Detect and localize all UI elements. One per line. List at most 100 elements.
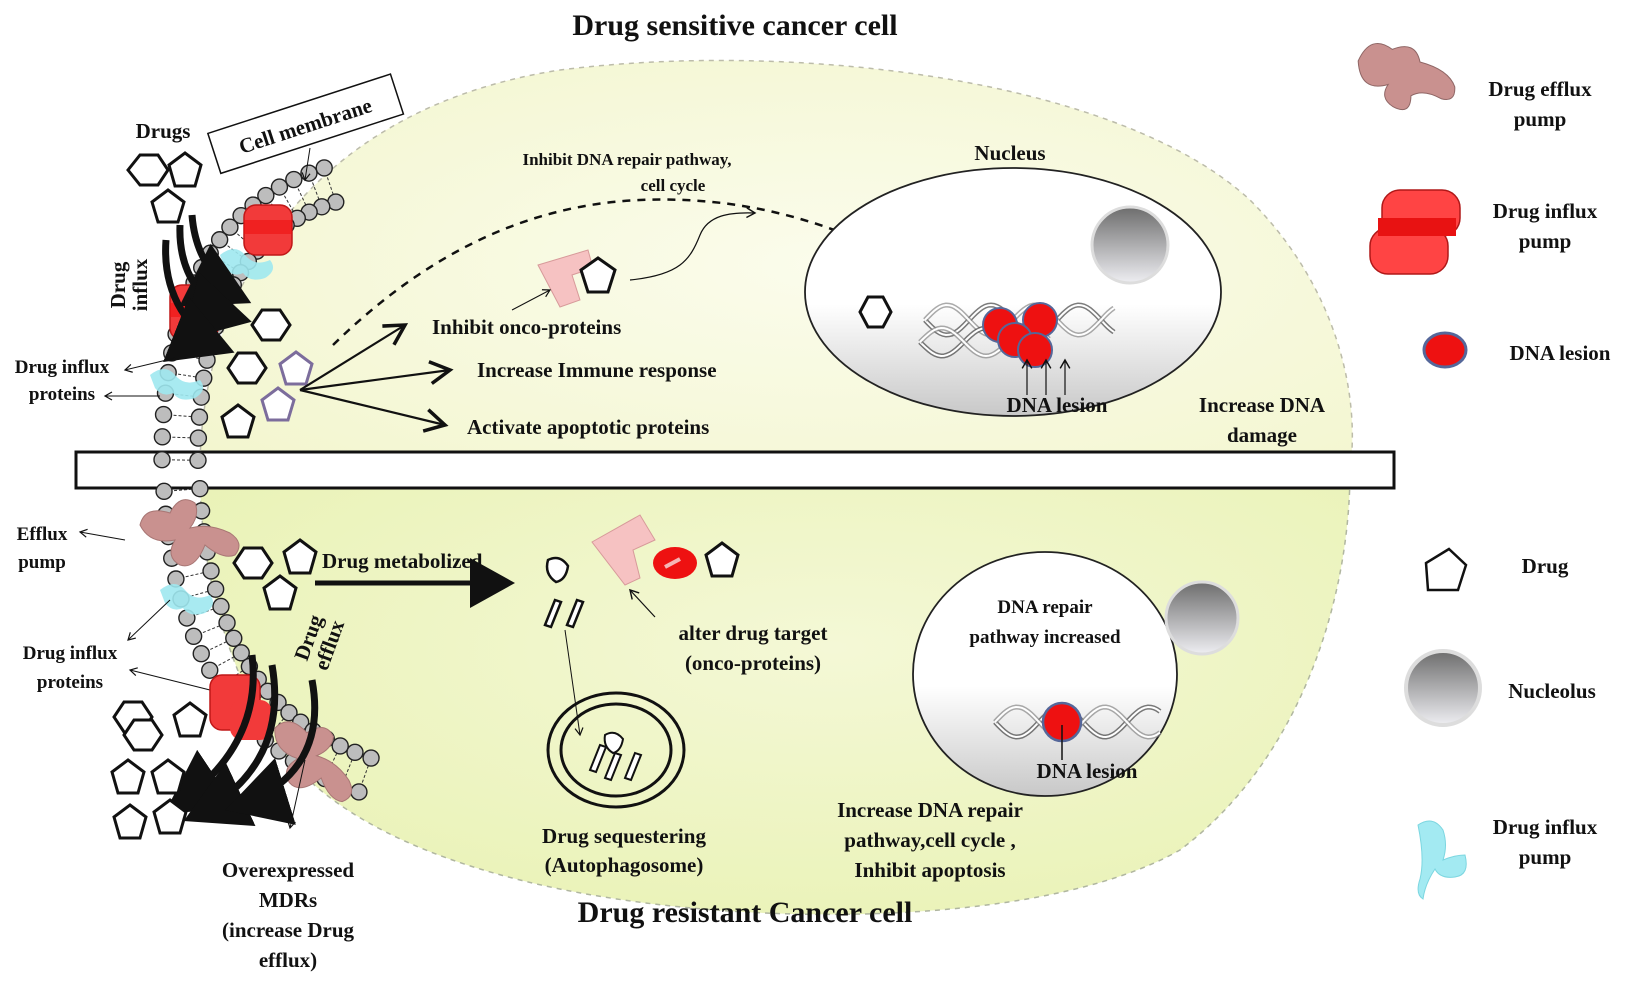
nucleus-top bbox=[804, 167, 1222, 417]
lipid-head bbox=[210, 231, 229, 249]
pointer-line bbox=[287, 759, 306, 830]
drug-hexagon bbox=[122, 718, 164, 752]
drug-hexagon bbox=[226, 351, 268, 385]
onco-protein-bound bbox=[537, 249, 617, 308]
lipid-head bbox=[189, 429, 208, 447]
effect-immune: Increase Immune response bbox=[477, 358, 717, 382]
drug-efflux-arrows bbox=[164, 654, 319, 827]
influx-proteins-label-top-2: proteins bbox=[29, 384, 95, 405]
legend-label: Drug influx bbox=[1493, 199, 1598, 223]
lipid-head bbox=[331, 737, 349, 755]
drug-pentagon bbox=[262, 574, 298, 611]
dna-repair-increased-label: DNA repair bbox=[997, 597, 1093, 618]
lipid-head bbox=[202, 562, 220, 580]
autophagosome bbox=[546, 691, 686, 809]
drug-metabolites bbox=[543, 556, 585, 629]
pointer-line bbox=[629, 588, 656, 618]
drugs-label: Drugs bbox=[136, 119, 191, 143]
effect-apoptotic: Activate apoptotic proteins bbox=[467, 415, 709, 439]
legend: Drug efflux pump Drug influx pump DNA le… bbox=[1357, 42, 1611, 900]
drug-sequestering-label-2: (Autophagosome) bbox=[545, 853, 704, 877]
lesion-pointers-top bbox=[1021, 358, 1071, 395]
drug-hexagon bbox=[250, 308, 292, 342]
drug-hexagon bbox=[858, 295, 893, 329]
lipid-head bbox=[153, 451, 171, 469]
wavy-arrow bbox=[629, 207, 757, 281]
drug-pentagon bbox=[150, 188, 186, 224]
lipid-head bbox=[218, 614, 236, 632]
lipid-head bbox=[270, 178, 289, 196]
increase-dna-repair-label: Increase DNA repair bbox=[837, 798, 1023, 822]
lipid-head bbox=[225, 629, 243, 647]
lipid-head bbox=[285, 170, 303, 189]
drug-metabolized-label: Drug metabolized bbox=[322, 549, 483, 573]
drug-influx-arrows bbox=[162, 214, 252, 362]
lipid-head bbox=[350, 783, 368, 801]
drug-pentagon bbox=[152, 798, 188, 835]
lipid-head bbox=[201, 661, 219, 679]
drug-influx-protein-icon bbox=[1417, 820, 1467, 900]
nucleolus-top bbox=[1090, 205, 1170, 285]
drug-pentagon bbox=[110, 758, 146, 795]
drug-efflux-pump bbox=[139, 499, 240, 567]
drug-influx-pump-icon bbox=[1369, 189, 1461, 275]
lipid-head bbox=[198, 351, 216, 369]
lipid-head bbox=[190, 408, 209, 426]
svg-text:influx: influx bbox=[128, 258, 152, 311]
legend-label: Nucleolus bbox=[1508, 679, 1596, 703]
dna-lesion-label-bottom: DNA lesion bbox=[1037, 759, 1138, 783]
drug-pentagon bbox=[150, 758, 186, 795]
influx-proteins-label-bottom-2: proteins bbox=[37, 672, 103, 693]
mdr-label-1: Overexpressed bbox=[222, 858, 355, 882]
drug-pentagon bbox=[167, 151, 203, 188]
efflux-pump-label-2: pump bbox=[18, 552, 66, 573]
efflux-pump-label: Efflux bbox=[17, 524, 68, 545]
effect-inhibit-onco: Inhibit onco-proteins bbox=[432, 315, 621, 339]
lipid-head bbox=[189, 451, 207, 469]
pointer-line bbox=[123, 357, 176, 373]
divider-bar bbox=[74, 450, 1396, 490]
lipid-head bbox=[280, 704, 298, 722]
legend-label: Drug efflux bbox=[1488, 77, 1592, 101]
nucleolus-bottom bbox=[1164, 580, 1240, 656]
influx-proteins-label-bottom: Drug influx bbox=[23, 643, 118, 664]
dna-repair-increased-label-2: pathway increased bbox=[969, 627, 1121, 648]
title-drug-sensitive: Drug sensitive cancer cell bbox=[572, 9, 897, 42]
increase-dna-repair-label-2: pathway,cell cycle , bbox=[844, 828, 1015, 852]
nucleolus-icon bbox=[1404, 649, 1482, 727]
legend-label: pump bbox=[1514, 107, 1567, 131]
mdr-label-4: efflux) bbox=[259, 948, 317, 972]
dna-lesions-top bbox=[982, 302, 1058, 368]
drug-influx-protein bbox=[150, 369, 204, 400]
lipid-head bbox=[221, 218, 239, 236]
lipid-head bbox=[191, 479, 209, 498]
inhibit-dna-repair-label: Inhibit DNA repair pathway, bbox=[522, 150, 731, 169]
cell-membrane-pointer bbox=[301, 147, 311, 182]
drug-pentagon bbox=[112, 803, 148, 840]
drug-sequestering-label: Drug sequestering bbox=[542, 824, 706, 848]
legend-label: Drug bbox=[1522, 554, 1569, 578]
drug-influx-label: Drug influx bbox=[106, 258, 152, 311]
lipid-head bbox=[315, 159, 333, 177]
legend-label: pump bbox=[1519, 845, 1572, 869]
inhibit-dna-repair-label-2: cell cycle bbox=[641, 176, 706, 195]
drug-influx-pump bbox=[243, 204, 293, 256]
pointer-line bbox=[127, 599, 171, 641]
lipid-head bbox=[232, 644, 250, 662]
dna-lesion-icon bbox=[1422, 331, 1468, 369]
lipid-head bbox=[155, 482, 173, 501]
pointer-line bbox=[511, 289, 552, 311]
influx-proteins-label-top: Drug influx bbox=[15, 357, 110, 378]
legend-label: pump bbox=[1519, 229, 1572, 253]
increase-dna-damage-label: Increase DNA bbox=[1199, 393, 1326, 417]
lipid-head bbox=[153, 428, 172, 446]
lipid-head bbox=[192, 645, 210, 663]
dna-lesion-label-top: DNA lesion bbox=[1007, 393, 1108, 417]
mdr-label-3: (increase Drug bbox=[222, 918, 354, 942]
lipid-head bbox=[346, 743, 364, 762]
drug-pentagon bbox=[282, 538, 318, 575]
drug-efflux-pump-icon bbox=[1357, 42, 1456, 111]
lipid-head bbox=[362, 749, 380, 767]
lipid-head bbox=[300, 164, 318, 182]
drug-hexagon bbox=[232, 546, 274, 580]
